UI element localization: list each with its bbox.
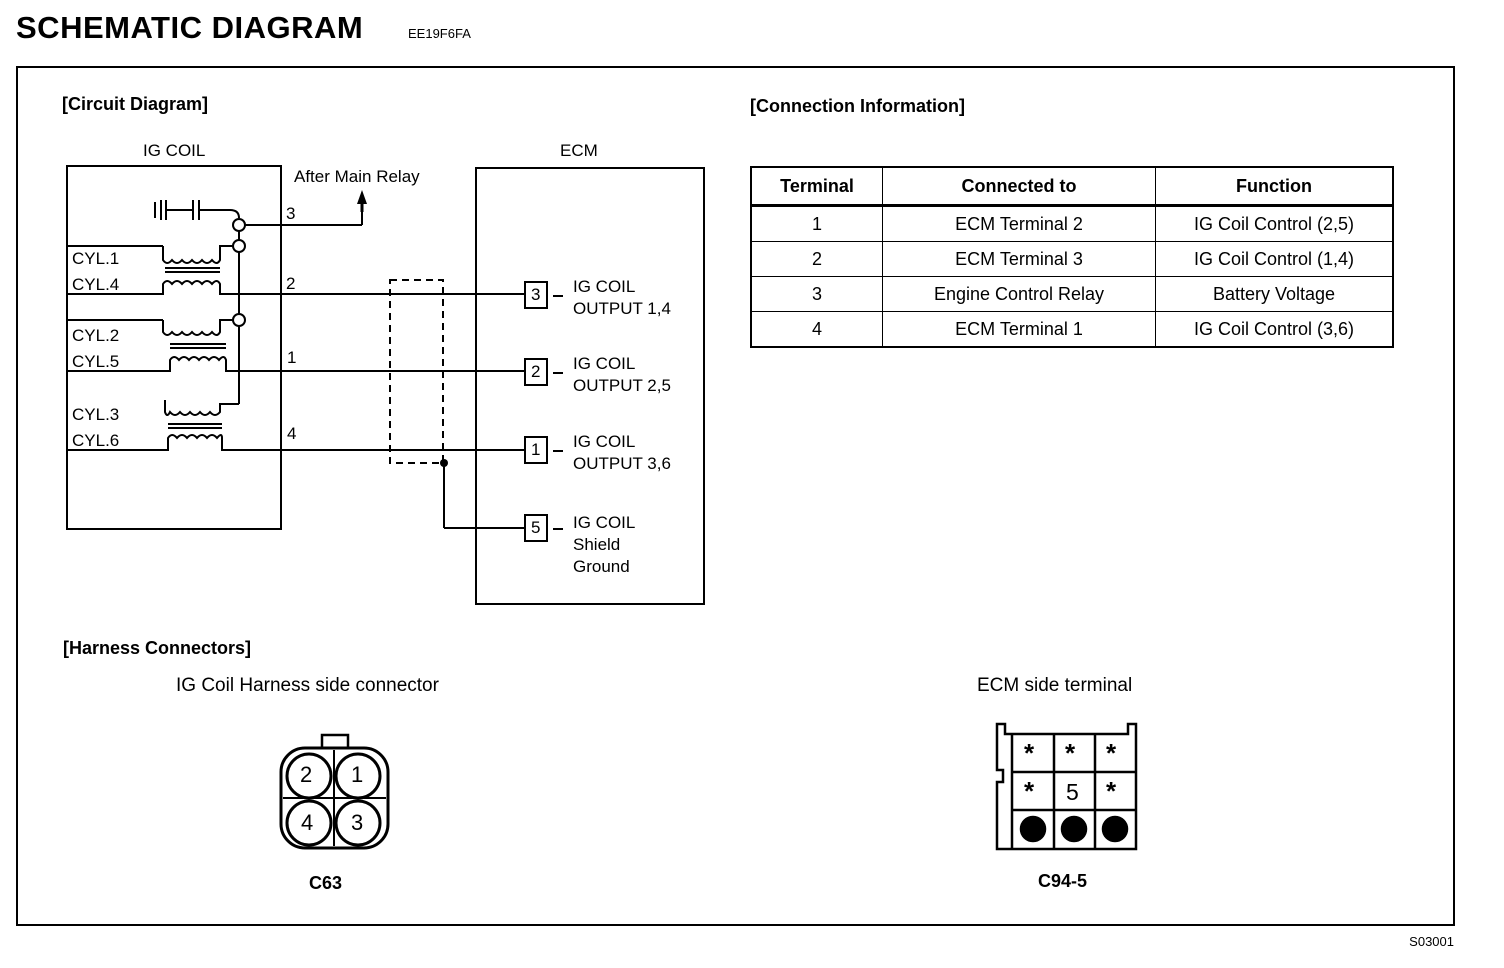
c63-connector-id: C63: [309, 873, 343, 893]
ecm-pin-desc: IG COIL: [573, 432, 636, 451]
table-cell: Engine Control Relay: [882, 276, 1156, 312]
ecm-pin-desc: Shield: [573, 535, 621, 554]
cyl-3-label: CYL.3: [72, 405, 120, 424]
c94-5-cell: *: [1106, 776, 1117, 806]
harness-connectors-heading: [Harness Connectors]: [63, 638, 252, 658]
column-header-terminal: Terminal: [750, 166, 883, 206]
ig-coil-connector-caption: IG Coil Harness side connector: [176, 675, 439, 696]
c94-5-cell: *: [1065, 738, 1076, 768]
table-cell: ECM Terminal 1: [882, 311, 1156, 348]
table-cell: ECM Terminal 2: [882, 205, 1156, 242]
c63-pin-number: 2: [300, 762, 313, 787]
c94-5-connector-id: C94-5: [1038, 871, 1088, 891]
circuit-diagram-heading: [Circuit Diagram]: [62, 94, 209, 114]
ecm-pin-desc: IG COIL: [573, 354, 636, 373]
c63-pin-number: 3: [351, 810, 364, 835]
table-header-row: Terminal Connected to Function: [750, 166, 1394, 206]
table-cell: ECM Terminal 3: [882, 241, 1156, 277]
table-cell: 4: [750, 311, 883, 348]
cyl-1-label: CYL.1: [72, 249, 120, 268]
ecm-pin-desc: IG COIL: [573, 513, 636, 532]
connection-info-heading: [Connection Information]: [750, 96, 965, 116]
cyl-5-label: CYL.5: [72, 352, 120, 371]
wire-number-1: 1: [287, 348, 297, 367]
table-cell: 1: [750, 205, 883, 242]
ecm-pin-number: 3: [531, 285, 541, 304]
ecm-pin-desc: IG COIL: [573, 277, 636, 296]
c94-5-cell: *: [1024, 738, 1035, 768]
ecm-connector-caption: ECM side terminal: [977, 675, 1133, 696]
c94-5-cell: 5: [1066, 779, 1079, 805]
ecm-pin-desc: OUTPUT 2,5: [573, 376, 671, 395]
diagram-frame: [16, 66, 1455, 926]
cyl-4-label: CYL.4: [72, 275, 120, 294]
table-cell: Battery Voltage: [1155, 276, 1394, 312]
ecm-pin-number: 2: [531, 362, 541, 381]
c63-pin-number: 1: [351, 762, 364, 787]
ecm-label: ECM: [560, 141, 598, 160]
table-row: 4 ECM Terminal 1 IG Coil Control (3,6): [750, 311, 1394, 348]
ecm-box: [475, 167, 705, 605]
ecm-pin-number: 1: [531, 440, 541, 459]
ecm-pin-desc: Ground: [573, 557, 630, 576]
after-main-relay-label: After Main Relay: [294, 167, 420, 186]
ecm-pin-number: 5: [531, 518, 541, 537]
page-title: SCHEMATIC DIAGRAM: [16, 10, 364, 45]
wire-number-4: 4: [287, 424, 297, 443]
table-cell: 3: [750, 276, 883, 312]
ecm-pin-desc: OUTPUT 3,6: [573, 454, 671, 473]
ig-coil-box: [66, 165, 282, 530]
connection-info-table: Terminal Connected to Function 1 ECM Ter…: [750, 166, 1394, 348]
c94-5-cell: *: [1024, 776, 1035, 806]
ecm-pin-desc: OUTPUT 1,4: [573, 299, 671, 318]
column-header-function: Function: [1155, 166, 1394, 206]
c94-5-connector: [995, 722, 1138, 851]
table-cell: IG Coil Control (1,4): [1155, 241, 1394, 277]
wire-number-2: 2: [286, 274, 296, 293]
document-code: EE19F6FA: [408, 26, 471, 41]
footer-code: S03001: [1409, 934, 1454, 949]
table-row: 3 Engine Control Relay Battery Voltage: [750, 276, 1394, 312]
c94-5-cell: *: [1106, 738, 1117, 768]
cyl-6-label: CYL.6: [72, 431, 120, 450]
cyl-2-label: CYL.2: [72, 326, 120, 345]
table-row: 1 ECM Terminal 2 IG Coil Control (2,5): [750, 205, 1394, 242]
c63-pin-number: 4: [301, 810, 314, 835]
table-cell: IG Coil Control (3,6): [1155, 311, 1394, 348]
wire-number-3: 3: [286, 204, 296, 223]
ig-coil-label: IG COIL: [143, 141, 206, 160]
c63-connector: [279, 733, 390, 850]
